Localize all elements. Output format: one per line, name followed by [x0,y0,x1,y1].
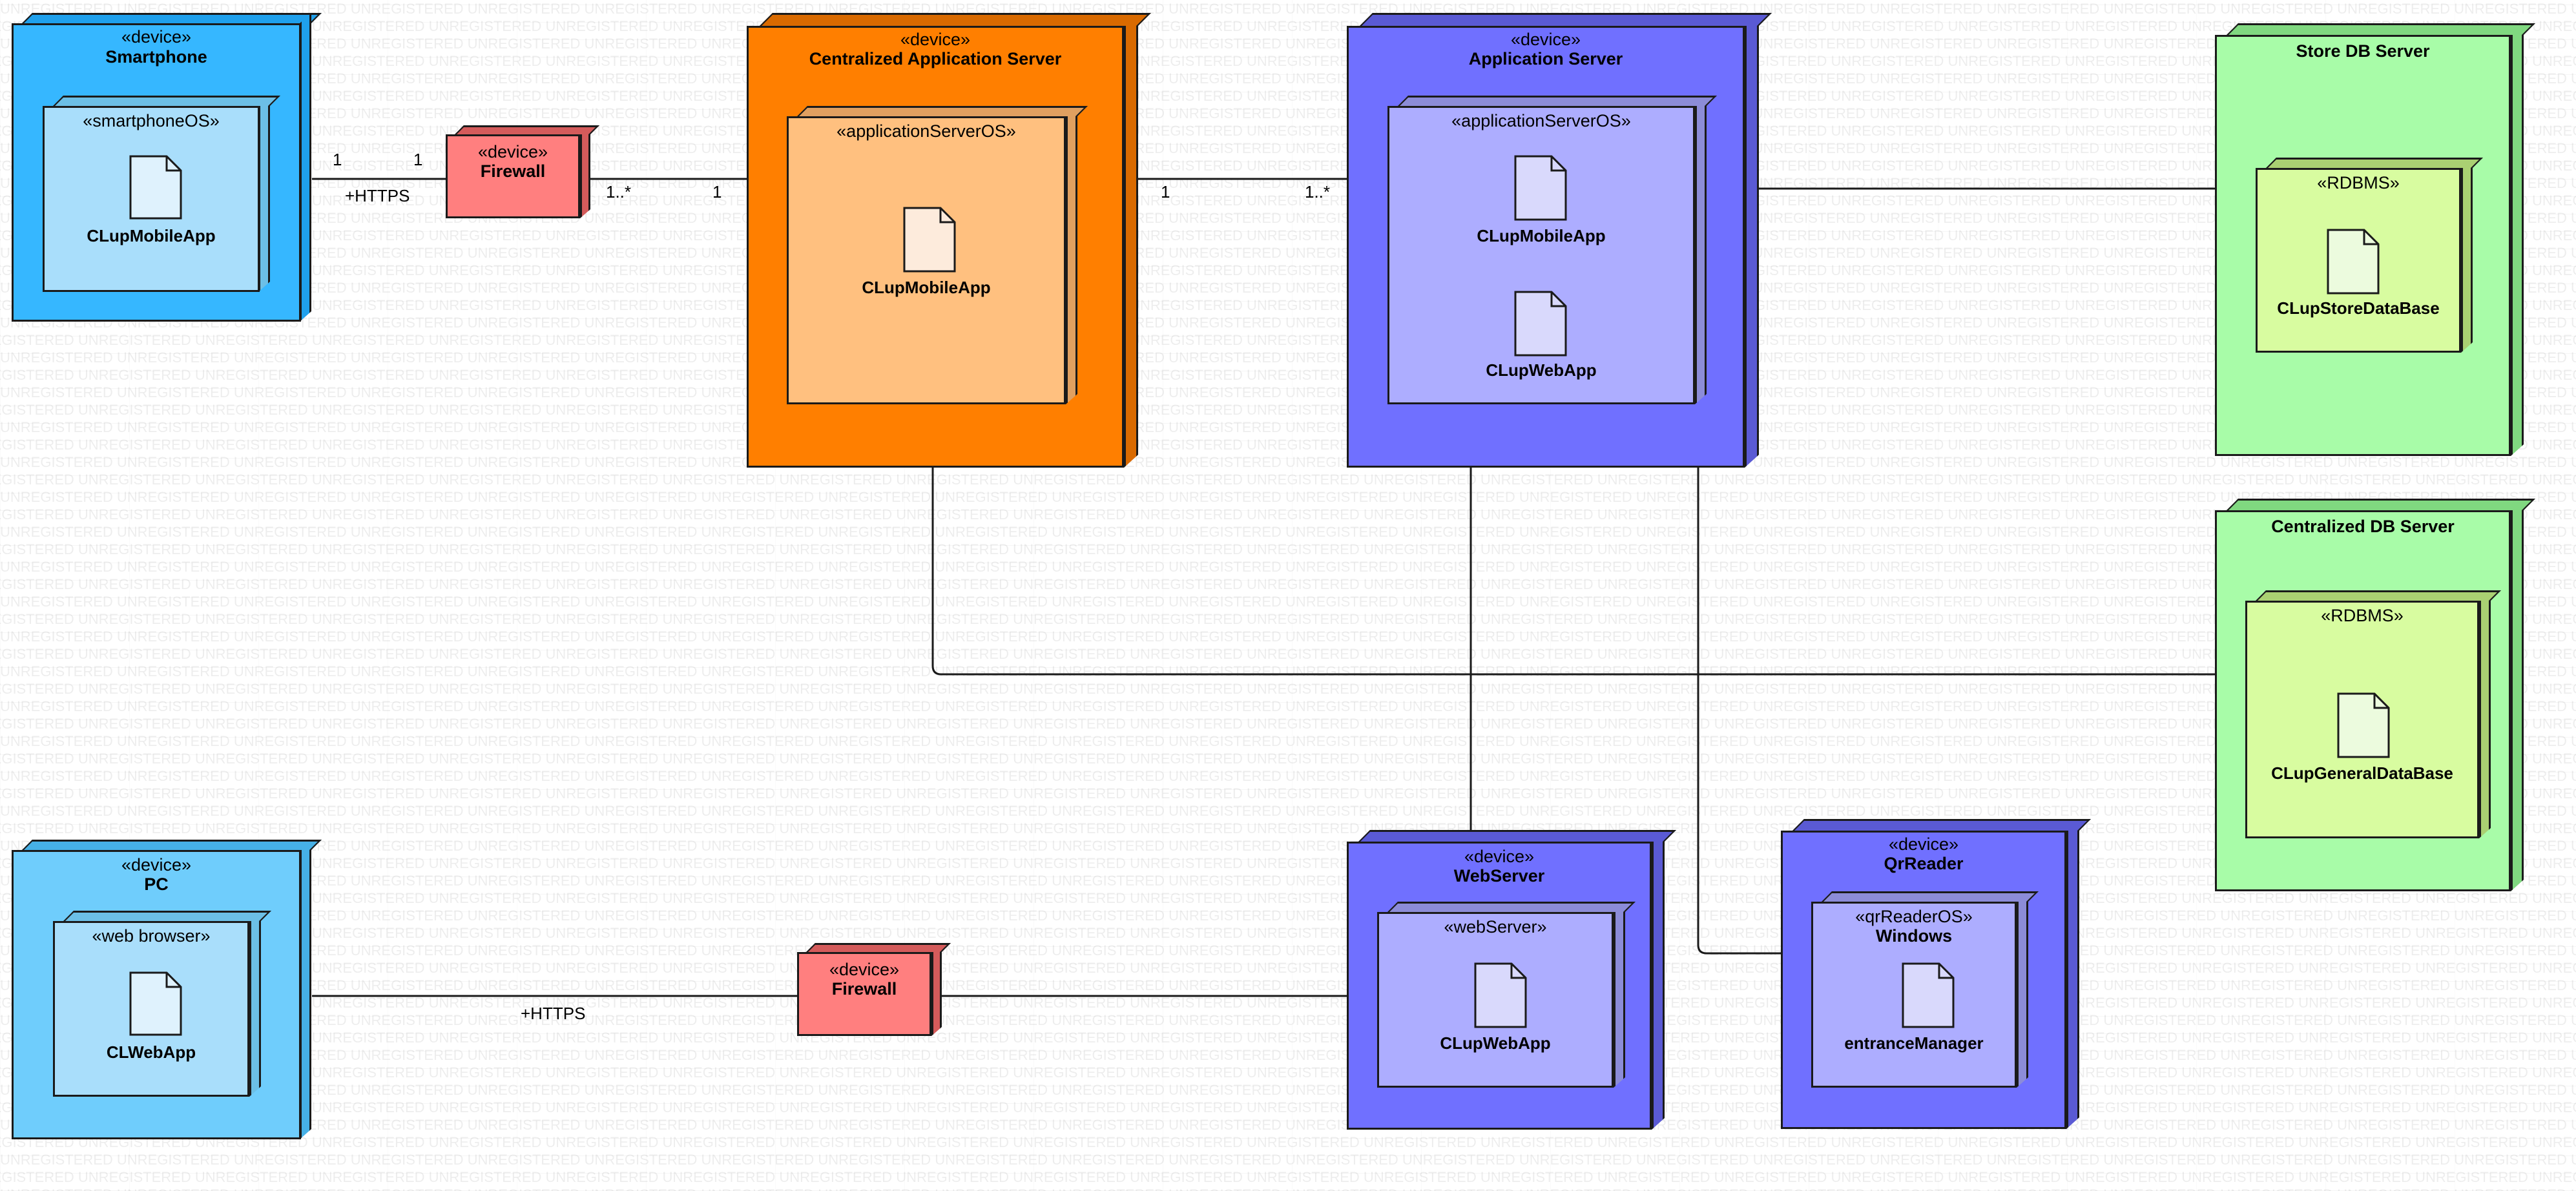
store-rdbms-node[interactable]: «RDBMS» [2256,158,2483,353]
firewall-bottom-name: Firewall [831,979,897,999]
store-rdbms-stereotype: «RDBMS» [2317,173,2400,192]
central-artifact-label: CLupMobileApp [862,278,991,297]
qr-reader-name: QrReader [1884,854,1964,873]
central-db-artifact-icon [2337,692,2390,758]
web-server-inner-node[interactable]: «webServer» [1377,902,1636,1088]
web-server-name: WebServer [1453,866,1545,885]
mult-fw-central-left: 1..* [606,182,632,202]
mult-phone-fw-left: 1 [333,150,342,169]
protocol-phone-fw: +HTTPS [345,186,410,205]
mult-fw-central-right: 1 [712,182,722,202]
qr-reader-stereotype: «device» [1888,834,1959,854]
qr-reader-os-node[interactable]: «qrReaderOS» Windows [1811,891,2039,1088]
protocol-pc-fw: +HTTPS [521,1004,586,1023]
mult-central-app-left: 1 [1161,182,1170,202]
app-web-artifact-icon [1514,291,1567,357]
app-server-artifact1-label: CLupMobileApp [1477,226,1606,245]
smartphone-name: Smartphone [105,47,207,67]
app-server-os-node[interactable]: «applicationServerOS» [1387,96,1717,404]
firewall-bottom-node[interactable]: «device» Firewall [797,943,951,1036]
link-app-server-qrreader [1697,468,1781,955]
firewall-top-stereotype: «device» [477,142,548,161]
app-server-stereotype: «device» [1510,30,1581,49]
app-server-name: Application Server [1468,49,1623,68]
pc-artifact-label: CLWebApp [106,1042,196,1062]
firewall-bottom-stereotype: «device» [829,960,900,979]
web-server-artifact-label: CLupWebApp [1440,1033,1551,1053]
qr-reader-os-stereotype: «qrReaderOS» [1855,907,1973,926]
store-db-server-name: Store DB Server [2296,41,2430,61]
firewall-top-name: Firewall [480,161,546,181]
qr-artifact-icon [1902,962,1955,1028]
store-db-artifact-label: CLupStoreDataBase [2277,298,2440,318]
web-server-artifact-icon [1474,962,1527,1028]
store-db-artifact-icon [2327,229,2380,295]
app-mobile-artifact-icon [1514,155,1567,221]
mobile-app-artifact-icon [129,155,182,220]
pc-name: PC [144,875,169,894]
qr-artifact-label: entranceManager [1844,1033,1984,1053]
central-app-server-name: Centralized Application Server [809,49,1062,68]
mult-central-app-right: 1..* [1305,182,1331,202]
qr-reader-os-name: Windows [1875,926,1953,946]
pc-stereotype: «device» [121,855,192,875]
central-mobile-app-artifact-icon [903,207,956,273]
central-app-os-stereotype: «applicationServerOS» [836,121,1016,141]
central-rdbms-stereotype: «RDBMS» [2321,606,2404,625]
link-central-server-central-db [931,468,2245,676]
pc-browser-stereotype: «web browser» [92,926,211,946]
app-server-os-stereotype: «applicationServerOS» [1451,111,1631,130]
firewall-top-node[interactable]: «device» Firewall [446,125,599,218]
app-server-artifact2-label: CLupWebApp [1486,360,1597,380]
smartphone-stereotype: «device» [121,27,192,47]
web-server-stereotype: «device» [1464,847,1535,866]
pc-web-artifact-icon [129,971,182,1036]
smartphone-os-stereotype: «smartphoneOS» [83,111,220,130]
central-db-server-name: Centralized DB Server [2271,517,2455,536]
mult-phone-fw-right: 1 [413,150,423,169]
smartphone-artifact-label: CLupMobileApp [87,226,216,245]
web-server-inner-stereotype: «webServer» [1444,917,1547,937]
central-db-artifact-label: CLupGeneralDataBase [2271,763,2453,783]
central-app-server-stereotype: «device» [900,30,971,49]
